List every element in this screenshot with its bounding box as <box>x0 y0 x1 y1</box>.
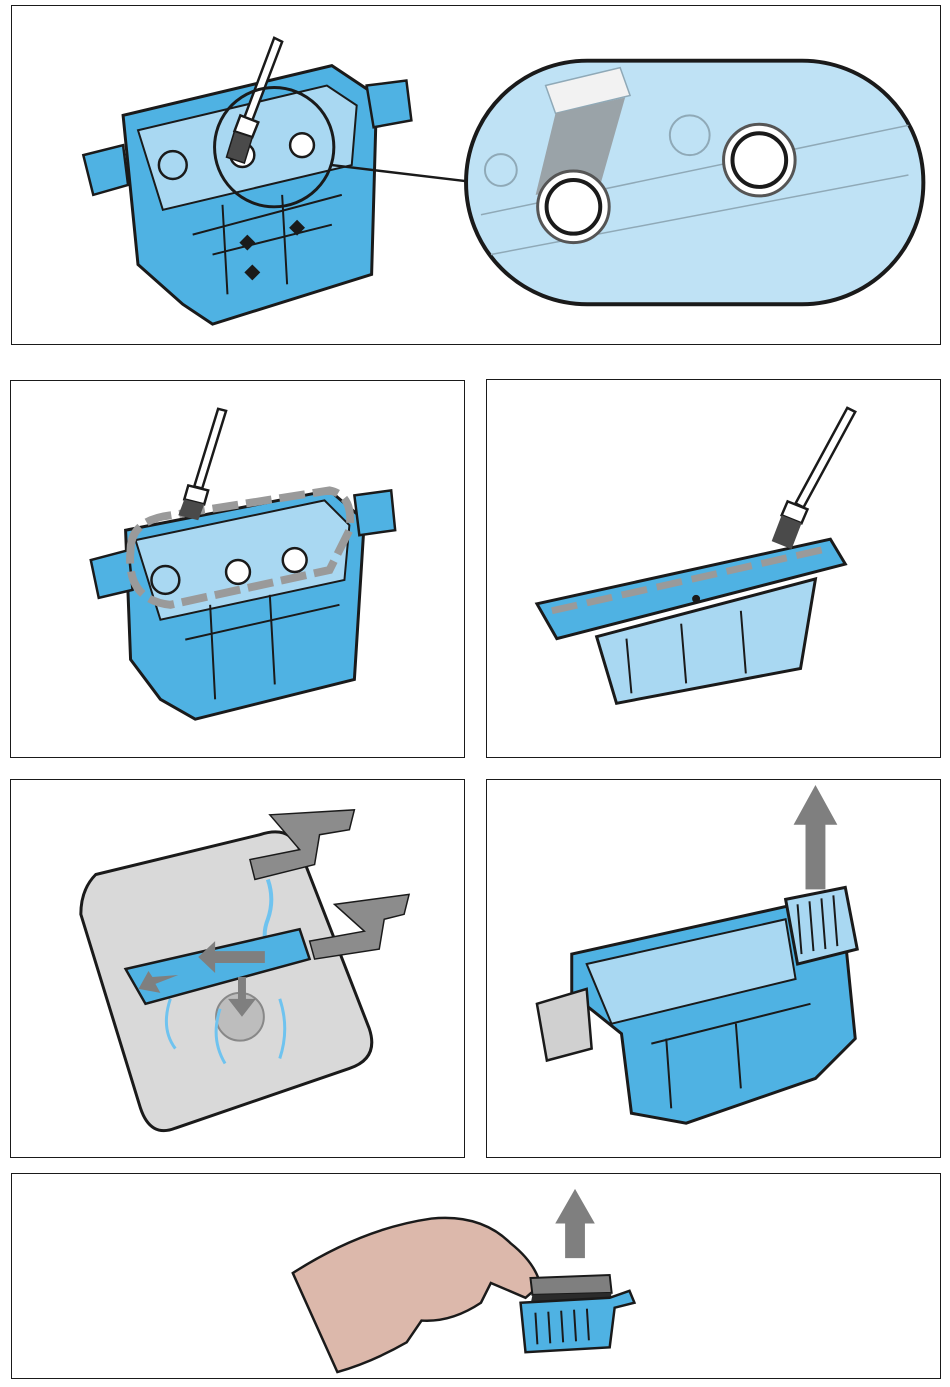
filter-icon <box>786 887 858 964</box>
rinse-illustration <box>11 780 464 1157</box>
up-arrow-icon <box>794 785 838 889</box>
up-arrow-icon <box>555 1189 595 1258</box>
brush-filter-illustration <box>12 1174 940 1378</box>
lid-edge-illustration <box>487 380 940 757</box>
panel-clean-dust-container-ports <box>11 5 941 345</box>
remove-filter-illustration <box>487 780 940 1157</box>
container-rim-illustration <box>11 381 464 757</box>
magnify-callout-icon <box>466 61 923 305</box>
panel-clean-container-rim <box>10 380 465 758</box>
hand-icon <box>293 1218 541 1372</box>
panel-rinse-under-tap <box>10 779 465 1158</box>
panel-clean-lid-edge <box>486 379 941 758</box>
dust-container-illustration <box>12 6 940 344</box>
container-lid-icon <box>537 539 845 703</box>
dust-container-icon <box>83 66 411 324</box>
cleaning-brush-icon <box>178 409 226 520</box>
cleaning-brush-icon <box>772 408 856 549</box>
panel-brush-filter <box>11 1173 941 1379</box>
panel-remove-filter <box>486 779 941 1158</box>
dust-container-icon <box>91 490 395 719</box>
